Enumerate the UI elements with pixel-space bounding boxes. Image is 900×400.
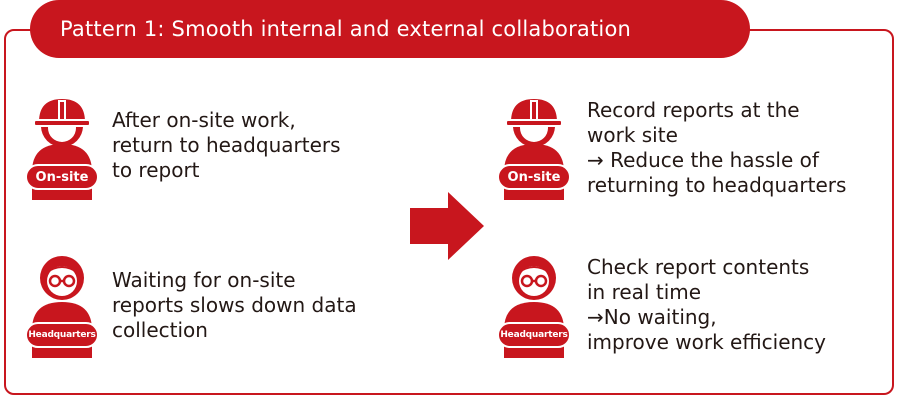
pattern-title: Pattern 1: Smooth internal and external … [60, 17, 631, 41]
before-onsite-text: After on-site work, return to headquarte… [112, 108, 422, 183]
before-hq-figure: Headquarters [24, 250, 100, 360]
headquarters-badge: Headquarters [25, 322, 99, 348]
text-line: After on-site work, [112, 108, 296, 132]
text-line: to report [112, 158, 200, 182]
right-arrow-icon [410, 192, 484, 260]
before-onsite-figure: On-site [24, 92, 100, 202]
text-line: return to headquarters [112, 133, 341, 157]
text-line: in real time [587, 280, 702, 304]
after-hq-figure: Headquarters [496, 250, 572, 360]
before-hq-text: Waiting for on-site reports slows down d… [112, 268, 422, 343]
onsite-badge: On-site [497, 164, 571, 190]
title-banner: Pattern 1: Smooth internal and external … [30, 0, 750, 58]
text-line: → Reduce the hassle of [587, 148, 819, 172]
text-line: Waiting for on-site [112, 268, 296, 292]
text-line: →No waiting, [587, 305, 717, 329]
text-line: reports slows down data [112, 293, 357, 317]
text-line: collection [112, 318, 208, 342]
text-line: work site [587, 123, 678, 147]
after-hq-text: Check report contents in real time →No w… [587, 255, 897, 355]
text-line: Record reports at the [587, 98, 800, 122]
onsite-badge: On-site [25, 164, 99, 190]
headquarters-badge: Headquarters [497, 322, 571, 348]
after-onsite-text: Record reports at the work site → Reduce… [587, 98, 897, 198]
text-line: improve work efficiency [587, 330, 827, 354]
text-line: returning to headquarters [587, 173, 847, 197]
text-line: Check report contents [587, 255, 810, 279]
after-onsite-figure: On-site [496, 92, 572, 202]
